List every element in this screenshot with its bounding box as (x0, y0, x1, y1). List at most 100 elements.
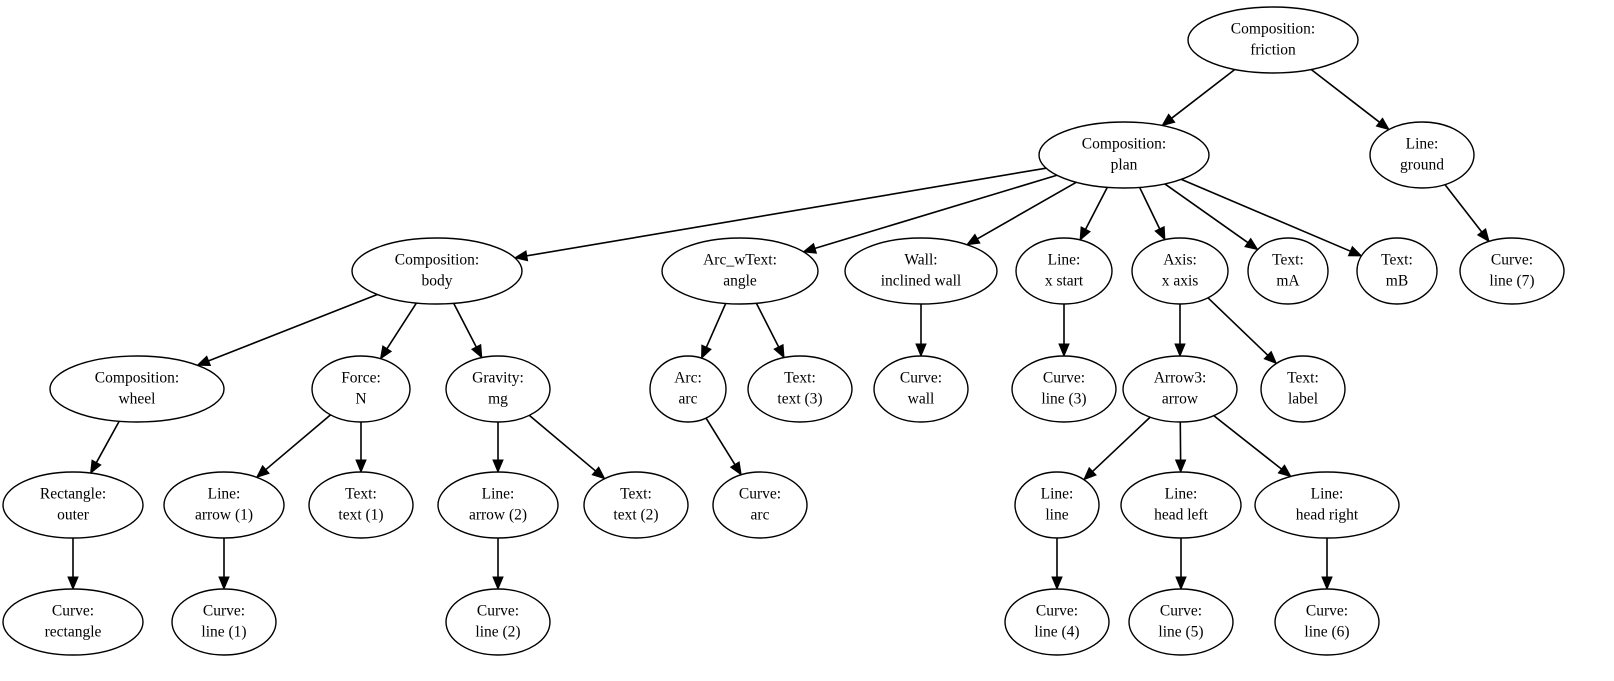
node-ellipse[interactable] (1187, 6, 1359, 74)
graph-node-mA[interactable]: Text:mA (1247, 237, 1329, 305)
graph-node-body[interactable]: Composition:body (351, 237, 523, 305)
edge-line (1444, 184, 1483, 233)
graph-node-curvearc[interactable]: Curve:arc (712, 471, 808, 539)
node-ellipse[interactable] (1128, 588, 1234, 656)
graph-node-arc[interactable]: Arc:arc (649, 355, 727, 423)
node-label-name: line (5) (1158, 624, 1203, 641)
node-ellipse[interactable] (1369, 121, 1475, 189)
node-ellipse[interactable] (873, 355, 969, 423)
node-ellipse[interactable] (1014, 471, 1100, 539)
graph-edge (965, 181, 1077, 246)
node-ellipse[interactable] (712, 471, 808, 539)
node-label-name: inclined wall (881, 273, 962, 290)
node-ellipse[interactable] (1038, 121, 1210, 189)
graph-node-headleft[interactable]: Line:head left (1120, 471, 1242, 539)
edge-line (386, 302, 418, 350)
node-ellipse[interactable] (1120, 471, 1242, 539)
graph-node-text2[interactable]: Text:text (2) (583, 471, 689, 539)
node-ellipse[interactable] (1274, 588, 1380, 656)
node-ellipse[interactable] (1459, 237, 1565, 305)
graph-node-curvewall[interactable]: Curve:wall (873, 355, 969, 423)
node-ellipse[interactable] (1247, 237, 1329, 305)
node-label-type: Line: (1311, 486, 1344, 503)
edge-arrowhead-icon (470, 343, 483, 359)
graph-node-ground[interactable]: Line:ground (1369, 121, 1475, 189)
graph-node-textlabel[interactable]: Text: label (1260, 355, 1346, 423)
node-ellipse[interactable] (1131, 237, 1229, 305)
graph-node-inclinedwall[interactable]: Wall: inclined wall (844, 237, 998, 305)
graph-node-lineline[interactable]: Line:line (1014, 471, 1100, 539)
node-ellipse[interactable] (1356, 237, 1438, 305)
graph-edge (915, 304, 927, 358)
node-ellipse[interactable] (649, 355, 727, 423)
node-label-type: Curve: (1043, 370, 1085, 387)
node-ellipse[interactable] (1260, 355, 1346, 423)
edge-arrowhead-icon (67, 576, 79, 591)
node-label-type: Curve: (739, 486, 781, 503)
node-label-name: line (1) (201, 624, 246, 641)
graph-node-mB[interactable]: Text:mB (1356, 237, 1438, 305)
node-label-type: Curve: (203, 603, 245, 620)
graph-node-friction[interactable]: Composition:friction (1187, 6, 1359, 74)
node-ellipse[interactable] (661, 237, 819, 305)
node-ellipse[interactable] (1254, 471, 1400, 539)
node-label-name: mB (1386, 273, 1408, 290)
node-ellipse[interactable] (445, 355, 551, 423)
graph-edge (701, 303, 727, 360)
edge-line (95, 420, 120, 463)
graph-node-line3[interactable]: Curve:line (3) (1011, 355, 1117, 423)
node-ellipse[interactable] (844, 237, 998, 305)
node-ellipse[interactable] (747, 355, 853, 423)
node-label-type: Force: (341, 370, 381, 387)
node-ellipse[interactable] (437, 471, 559, 539)
graph-node-line1[interactable]: Curve: line (1) (171, 588, 277, 656)
graph-edge (1138, 187, 1166, 241)
graph-node-line5[interactable]: Curve:line (5) (1128, 588, 1234, 656)
graph-node-angle[interactable]: Arc_wText:angle (661, 237, 819, 305)
graph-node-headright[interactable]: Line:head right (1254, 471, 1400, 539)
node-ellipse[interactable] (445, 588, 551, 656)
graph-node-arrow3[interactable]: Arrow3:arrow (1122, 355, 1238, 423)
node-ellipse[interactable] (49, 355, 225, 423)
node-ellipse[interactable] (171, 588, 277, 656)
node-ellipse[interactable] (583, 471, 689, 539)
graph-edge (1213, 414, 1292, 478)
node-ellipse[interactable] (1015, 237, 1113, 305)
node-label-type: Wall: (904, 252, 937, 269)
graph-node-rectouter[interactable]: Rectangle:outer (2, 471, 144, 539)
node-ellipse[interactable] (308, 471, 414, 539)
graph-node-arrow1[interactable]: Line:arrow (1) (163, 471, 285, 539)
graph-node-arrow2[interactable]: Line:arrow (2) (437, 471, 559, 539)
node-ellipse[interactable] (1011, 355, 1117, 423)
node-ellipse[interactable] (351, 237, 523, 305)
graph-node-line2[interactable]: Curve:line (2) (445, 588, 551, 656)
node-ellipse[interactable] (311, 355, 411, 423)
edge-arrowhead-icon (1175, 576, 1187, 591)
node-label-type: Text: (1287, 370, 1319, 387)
node-ellipse[interactable] (2, 588, 144, 656)
graph-node-forceN[interactable]: Force:N (311, 355, 411, 423)
node-ellipse[interactable] (2, 471, 144, 539)
graph-edge (1079, 186, 1108, 242)
node-ellipse[interactable] (1004, 588, 1110, 656)
graph-node-line6[interactable]: Curve:line (6) (1274, 588, 1380, 656)
graph-node-line7[interactable]: Curve:line (7) (1459, 237, 1565, 305)
graph-node-xstart[interactable]: Line:x start (1015, 237, 1113, 305)
graph-node-text3[interactable]: Text:text (3) (747, 355, 853, 423)
edge-arrowhead-icon (255, 464, 270, 479)
node-label-name: outer (57, 507, 90, 524)
node-label-name: label (1288, 391, 1318, 408)
graph-node-wheel[interactable]: Composition:wheel (49, 355, 225, 423)
graph-node-gravitymg[interactable]: Gravity:mg (445, 355, 551, 423)
edge-line (265, 414, 332, 471)
graph-node-line4[interactable]: Curve:line (4) (1004, 588, 1110, 656)
node-ellipse[interactable] (1122, 355, 1238, 423)
graph-node-xaxis[interactable]: Axis:x axis (1131, 237, 1229, 305)
graph-node-text1[interactable]: Text:text (1) (308, 471, 414, 539)
edges-layer (67, 68, 1490, 591)
edge-arrowhead-icon (773, 343, 785, 359)
graph-node-curverect[interactable]: Curve:rectangle (2, 588, 144, 656)
node-ellipse[interactable] (163, 471, 285, 539)
graph-node-plan[interactable]: Composition:plan (1038, 121, 1210, 189)
node-label-name: x axis (1162, 273, 1199, 290)
